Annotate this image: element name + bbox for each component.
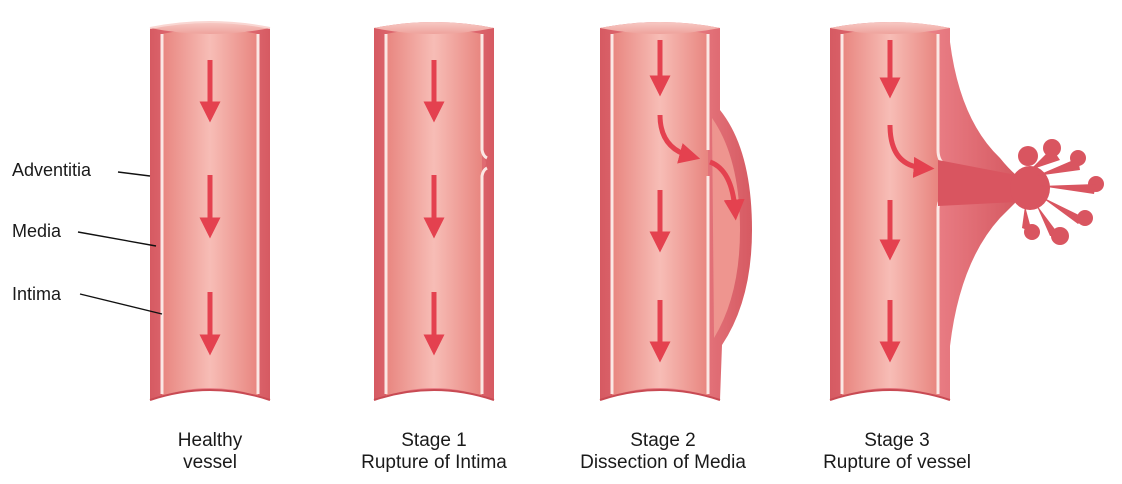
caption-stage-2-line1: Stage 2 [548,430,778,452]
caption-healthy: Healthy vessel [95,430,325,474]
caption-stage-2-line2: Dissection of Media [548,452,778,474]
caption-stage-3-line2: Rupture of vessel [782,452,1012,474]
caption-healthy-line1: Healthy [95,430,325,452]
label-adventitia: Adventitia [12,160,91,180]
caption-stage-1-line2: Rupture of Intima [319,452,549,474]
blood-splatter [1010,139,1104,245]
media-pointer [78,232,156,246]
caption-stage-2: Stage 2 Dissection of Media [548,430,778,474]
label-intima: Intima [12,284,61,304]
vessel-stage-2 [600,22,752,400]
caption-healthy-line2: vessel [95,452,325,474]
vessel-healthy [150,22,270,400]
caption-stage-3: Stage 3 Rupture of vessel [782,430,1012,474]
caption-stage-1-line1: Stage 1 [319,430,549,452]
vessel-stage-4-wrap [830,22,1104,400]
caption-stage-3-line1: Stage 3 [782,430,1012,452]
caption-stage-1: Stage 1 Rupture of Intima [319,430,549,474]
intima-pointer [80,294,162,314]
adventitia-pointer [118,172,150,176]
layer-pointer-lines [78,172,162,314]
vessel-stage-1 [374,22,494,400]
label-media: Media [12,221,61,241]
